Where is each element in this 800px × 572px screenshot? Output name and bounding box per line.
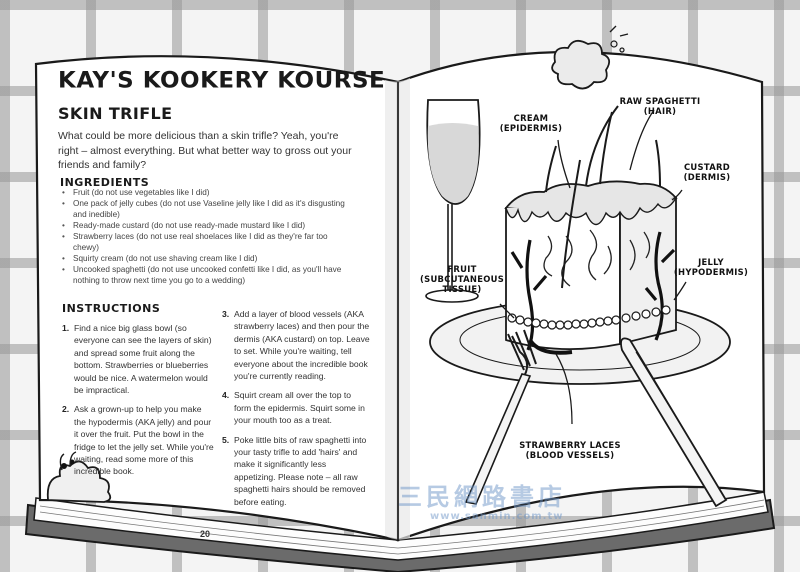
wine-glass-foot — [425, 289, 479, 303]
callout-lines — [499, 109, 687, 425]
label-line: CREAM — [513, 113, 549, 123]
label-line: TISSUE) — [442, 284, 482, 294]
splat-drop — [610, 40, 618, 48]
goo-stalk — [59, 451, 77, 471]
splat-icon — [551, 39, 611, 90]
step-text: Poke little bits of raw spaghetti into y… — [234, 434, 367, 507]
step-text: Find a nice big glass bowl (so everyone … — [74, 323, 212, 396]
label-custard: CUSTARD (DERMIS) — [670, 162, 744, 182]
label-line: (DERMIS) — [683, 172, 731, 182]
recipe-title: SKIN TRIFLE — [58, 104, 173, 123]
knife-blade-line — [635, 351, 691, 441]
list-item: One pack of jelly cubes (do not use Vase… — [62, 199, 352, 220]
book-page-lines — [39, 499, 765, 555]
ingredients-list: Fruit (do not use vegetables like I did)… — [62, 188, 352, 287]
instruction-step: 2. Ask a grown-up to help you make the hy… — [62, 403, 214, 477]
label-line: STRAWBERRY LACES — [519, 440, 621, 450]
goo-blob — [46, 460, 112, 503]
list-item: Uncooked spaghetti (do not use uncooked … — [62, 265, 352, 286]
step-number: 5. — [222, 434, 230, 445]
fork-handle — [464, 373, 532, 505]
step-number: 4. — [222, 390, 230, 401]
label-line: CUSTARD — [683, 162, 731, 172]
splat-drop — [619, 47, 625, 53]
instruction-step: 1. Find a nice big glass bowl (so everyon… — [62, 322, 214, 396]
list-item: Ready-made custard (do not use ready-mad… — [62, 221, 352, 232]
step-number: 1. — [62, 323, 70, 333]
watermark-url: www.sanmin.com.tw — [430, 511, 564, 522]
label-strawberry-laces: STRAWBERRY LACES (BLOOD VESSELS) — [510, 440, 630, 460]
label-cream: CREAM (EPIDERMIS) — [494, 113, 568, 133]
fork — [469, 329, 537, 501]
list-item: Squirty cream (do not use shaving cream … — [62, 254, 352, 265]
step-number: 3. — [222, 309, 230, 319]
label-line: JELLY — [698, 257, 724, 267]
label-spaghetti: RAW SPAGHETTI (HAIR) — [612, 96, 708, 116]
step-text: Ask a grown-up to help you make the hypo… — [74, 404, 214, 477]
fruit-beads — [507, 305, 671, 330]
instructions-column-left: 1. Find a nice big glass bowl (so everyon… — [62, 322, 214, 485]
blood-vessels — [510, 231, 676, 351]
instructions-column-right: 3. Add a layer of blood vessels (AKA stra… — [222, 308, 370, 515]
watermark-text: 三民網路書店 — [398, 483, 566, 511]
goo-eye — [61, 463, 67, 469]
blood-vessel-base — [528, 338, 573, 355]
step-text: Squirt cream all over the top to form th… — [234, 390, 365, 426]
page-number: 20 — [200, 529, 211, 539]
instruction-step: 3. Add a layer of blood vessels (AKA stra… — [222, 308, 370, 382]
step-number: 2. — [62, 404, 70, 415]
spaghetti-hairs — [545, 105, 661, 289]
label-line: (HAIR) — [643, 106, 677, 116]
label-line: RAW SPAGHETTI — [619, 96, 701, 106]
step-text: Add a layer of blood vessels (AKA strawb… — [234, 309, 370, 382]
wine — [427, 123, 479, 203]
label-line: (EPIDERMIS) — [499, 123, 563, 133]
list-item: Strawberry laces (do not use real shoela… — [62, 232, 352, 253]
instruction-step: 4. Squirt cream all over the top to form … — [222, 389, 370, 426]
book-page-edges — [33, 491, 769, 561]
instruction-step: 5. Poke little bits of raw spaghetti into… — [222, 434, 370, 508]
trifle-side — [619, 196, 677, 346]
label-line: FRUIT — [447, 264, 477, 274]
label-line: (BLOOD VESSELS) — [525, 450, 615, 460]
label-line: (SUBCUTANEOUS — [420, 274, 505, 284]
intro-paragraph: What could be more delicious than a skin… — [58, 130, 352, 172]
list-item: Fruit (do not use vegetables like I did) — [62, 188, 352, 199]
splat-lines — [609, 25, 629, 37]
label-line: (HYPODERMIS) — [673, 267, 749, 277]
label-jelly: JELLY (HYPODERMIS) — [670, 257, 752, 277]
page-title: KAY'S KOOKERY KOURSE — [58, 68, 386, 94]
knife — [620, 337, 728, 508]
wine-glass-stem — [447, 204, 453, 292]
ingredients-heading: INGREDIENTS — [60, 176, 150, 189]
custard-squiggles — [543, 229, 651, 287]
instructions-heading: INSTRUCTIONS — [62, 302, 161, 315]
cream-drips — [505, 197, 677, 226]
label-fruit: FRUIT (SUBCUTANEOUS TISSUE) — [420, 264, 504, 294]
